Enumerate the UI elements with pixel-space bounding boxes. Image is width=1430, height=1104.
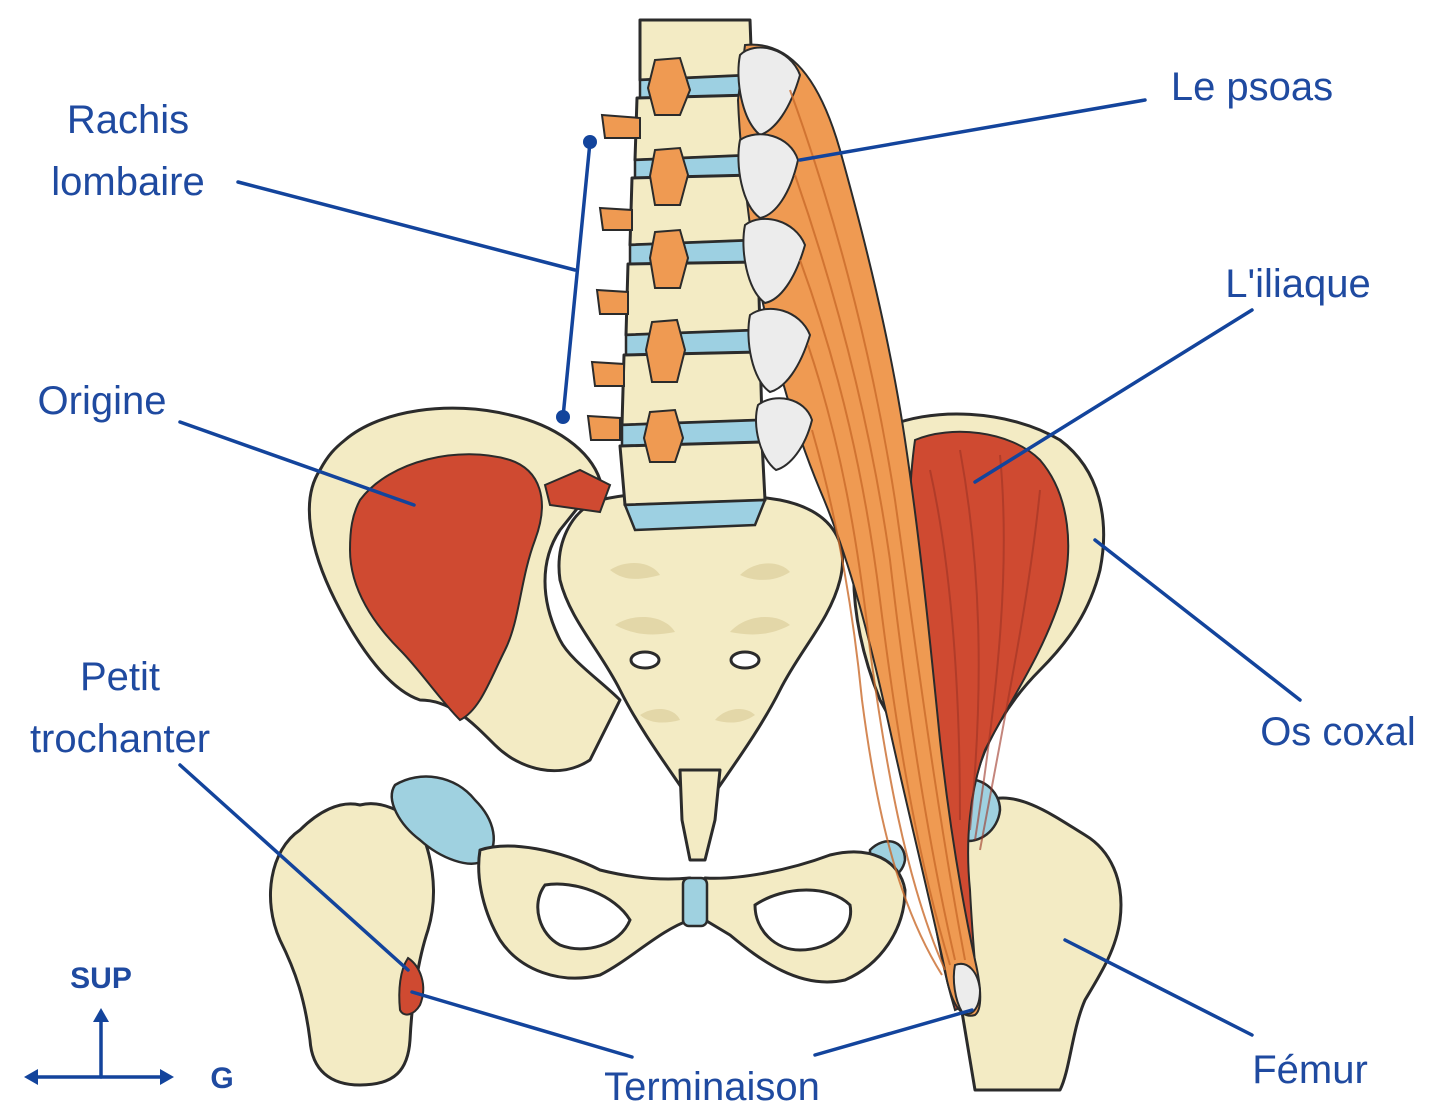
leader-terminaison-right	[815, 1010, 972, 1055]
orientation-right-arrow-icon	[160, 1069, 174, 1085]
right-femur	[951, 798, 1121, 1090]
orientation-g-label: G	[210, 1062, 233, 1095]
orientation-sup-label: SUP	[70, 962, 132, 995]
label-petit-trochanter-line2: trochanter	[30, 717, 210, 761]
leader-iliaque	[975, 310, 1252, 482]
bracket-rachis-bottom-dot	[556, 410, 570, 424]
label-origine: Origine	[38, 379, 167, 423]
label-petit-trochanter-line1: Petit	[80, 655, 160, 699]
label-iliaque: L'iliaque	[1225, 262, 1371, 306]
label-psoas: Le psoas	[1171, 65, 1333, 109]
leader-rachis	[238, 182, 575, 270]
label-os-coxal: Os coxal	[1260, 710, 1416, 754]
pubic-symphysis	[683, 878, 707, 926]
orientation-indicator: SUP G	[24, 962, 234, 1095]
bracket-rachis	[563, 142, 590, 417]
label-rachis-line2: lombaire	[51, 160, 204, 204]
leader-os-coxal	[1095, 540, 1300, 700]
bracket-rachis-top-dot	[583, 135, 597, 149]
anatomy-illustration	[270, 20, 1120, 1090]
label-femur: Fémur	[1252, 1048, 1368, 1092]
left-femur	[270, 804, 433, 1085]
orientation-left-arrow-icon	[24, 1069, 38, 1085]
leader-terminaison-left	[412, 992, 632, 1057]
label-rachis-line1: Rachis	[67, 98, 189, 142]
label-terminaison: Terminaison	[604, 1065, 820, 1104]
orientation-up-arrow-icon	[93, 1008, 109, 1022]
leader-psoas	[800, 100, 1145, 160]
